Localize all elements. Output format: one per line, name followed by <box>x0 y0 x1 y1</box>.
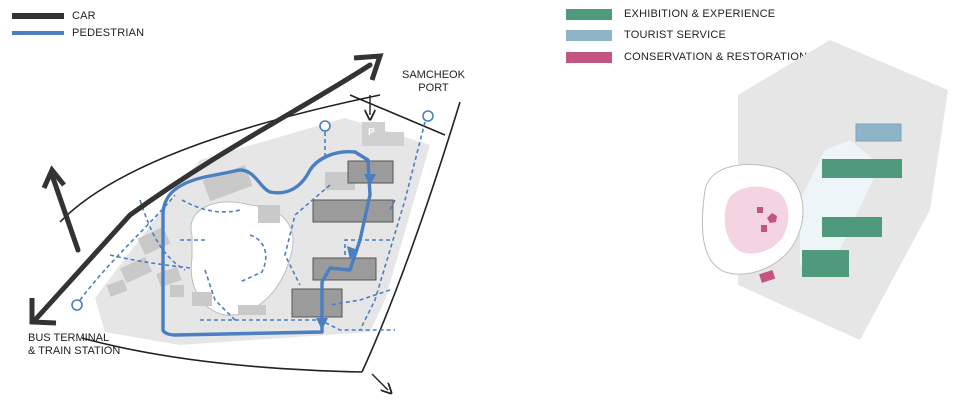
port-label: SAMCHEOK PORT <box>402 69 465 95</box>
legend-item-exhibition: EXHIBITION & EXPERIENCE <box>566 8 775 20</box>
car-route-west-diagonal <box>32 62 373 323</box>
legend-label-exhibition: EXHIBITION & EXPERIENCE <box>624 8 776 20</box>
site-boundary-top <box>59 94 381 223</box>
pedestrian-swatch <box>12 31 64 35</box>
conservation-zone <box>724 186 789 254</box>
south-exit-arrow <box>371 373 388 390</box>
legend-label-pedestrian: PEDESTRIAN <box>72 27 145 39</box>
legend-item-car: CAR <box>12 10 96 22</box>
car-arrow-southwest <box>29 298 57 326</box>
exhibition-swatch <box>566 8 612 20</box>
conservation-structure-4 <box>759 270 776 283</box>
parking-building <box>362 122 404 146</box>
terminal-label-line1: BUS TERMINAL <box>28 332 110 344</box>
legend-item-tourist: TOURIST SERVICE <box>566 29 726 41</box>
car-arrow-northeast <box>353 53 384 81</box>
conservation-structure-3 <box>761 225 767 232</box>
site-boundary-south <box>81 337 363 373</box>
car-route-west-spur <box>49 172 81 253</box>
conservation-swatch <box>566 51 612 63</box>
pedestrian-entry-point-east <box>422 110 434 122</box>
tourist-service-building <box>855 123 902 142</box>
legend-item-pedestrian: PEDESTRIAN <box>12 27 144 39</box>
port-label-line1: SAMCHEOK <box>402 69 465 81</box>
legend-label-car: CAR <box>72 10 96 22</box>
tourist-swatch <box>566 29 612 41</box>
parking-label: P <box>368 127 375 138</box>
site-boundary-north-road <box>349 94 446 136</box>
pedestrian-main-loop <box>161 150 372 337</box>
pedestrian-arrow-3 <box>316 318 328 330</box>
legend-label-conservation: CONSERVATION & RESTORATION <box>624 51 808 63</box>
site-boundary-east <box>361 101 461 373</box>
pedestrian-arrow-1 <box>364 174 376 186</box>
exhibition-building-1 <box>822 159 902 178</box>
terminal-label-line2: & TRAIN STATION <box>28 345 121 357</box>
conservation-structure-1 <box>757 207 763 213</box>
pedestrian-arrow-2 <box>347 246 358 260</box>
legend-label-tourist: TOURIST SERVICE <box>624 29 727 41</box>
car-swatch <box>12 13 64 19</box>
conservation-structure-2 <box>767 213 777 223</box>
port-label-line2: PORT <box>418 82 449 94</box>
existing-buildings <box>106 165 355 315</box>
exhibition-building-2 <box>822 217 882 237</box>
pedestrian-entry-point-north <box>319 120 331 132</box>
exhibition-building-3 <box>802 250 849 277</box>
car-arrow-north <box>41 165 66 190</box>
terminal-label: BUS TERMINAL & TRAIN STATION <box>28 332 120 358</box>
pedestrian-entry-point-west <box>71 299 83 311</box>
legend-item-conservation: CONSERVATION & RESTORATION <box>566 51 807 63</box>
